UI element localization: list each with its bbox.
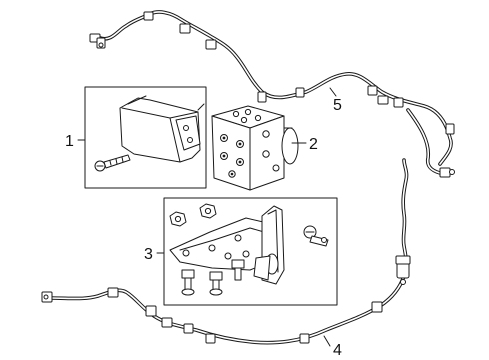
control-module-box — [84, 86, 207, 189]
upper-wiring-harness — [89, 10, 455, 178]
callout-4: 4 — [333, 342, 342, 359]
abs-hydraulic-unit — [211, 105, 299, 191]
bracket-box — [163, 197, 338, 306]
callout-3: 3 — [144, 246, 153, 263]
callout-1: 1 — [65, 133, 74, 150]
callout-2: 2 — [309, 136, 318, 153]
callout-leaders — [77, 87, 337, 347]
lower-wiring-harness — [41, 158, 411, 345]
callout-5: 5 — [333, 97, 342, 114]
